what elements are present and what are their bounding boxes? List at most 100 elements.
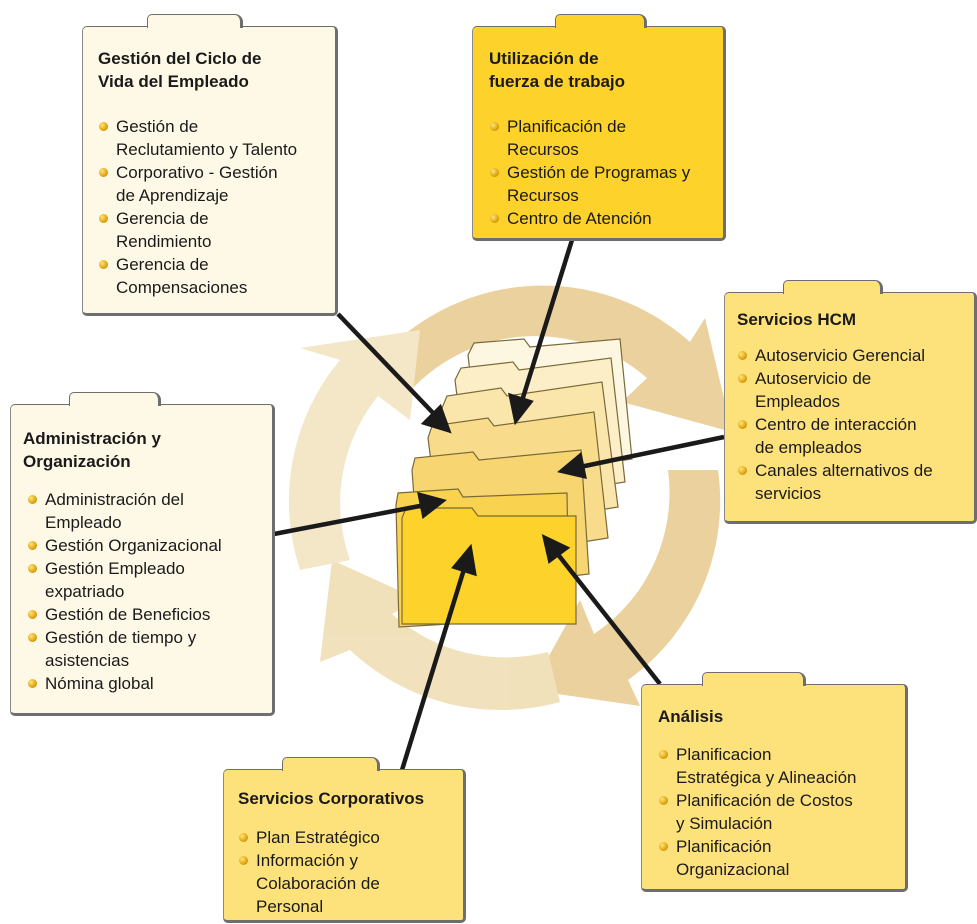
item-line: Autoservicio Gerencial (755, 346, 926, 365)
list-item: Gestión Organizacional (27, 534, 222, 557)
box-corporate-services: Servicios Corporativos Plan Estratégico … (223, 757, 466, 923)
bullet-icon (28, 610, 37, 619)
bullet-icon (490, 122, 499, 131)
item-line: Gestión de Programas y (507, 163, 691, 182)
title-line: Administración y (23, 429, 161, 448)
item-line: Corporativo - Gestión (116, 163, 278, 182)
bullet-icon (738, 351, 747, 360)
item-line: Rendimiento (116, 232, 212, 251)
bullet-icon (659, 750, 668, 759)
title-line: Gestión del Ciclo de (98, 49, 262, 68)
list-item: Autoservicio Gerencial (737, 344, 933, 367)
item-line: Estratégica y Alineación (676, 768, 857, 787)
box-title: Servicios Corporativos (238, 787, 424, 810)
list-item: Plan Estratégico (238, 826, 380, 849)
title-line: Utilización de (489, 49, 599, 68)
title-line: fuerza de trabajo (489, 72, 626, 91)
folder-tab (783, 280, 883, 294)
item-list: Autoservicio Gerencial Autoservicio de Em… (737, 344, 933, 505)
item-line: Planificacion (676, 745, 772, 764)
folder-tab (702, 672, 806, 686)
item-line: Nómina global (45, 674, 154, 693)
item-line: Recursos (507, 140, 579, 159)
arrow-analysis (554, 550, 662, 686)
folder-tab (147, 14, 243, 28)
item-line: Empleados (755, 392, 841, 411)
item-line: asistencias (45, 651, 130, 670)
bullet-icon (28, 679, 37, 688)
arrow-analysis-head (541, 533, 571, 564)
arrow-admin-head (417, 491, 447, 520)
cycle-arc-right (530, 470, 721, 706)
list-item: Centro de Atención (489, 207, 690, 230)
item-line: Gestión Empleado (45, 559, 185, 578)
arrow-corporate-head (451, 543, 477, 577)
item-line: Compensaciones (116, 278, 248, 297)
folder-front (401, 507, 577, 625)
cycle-arc-bottom (320, 560, 560, 711)
list-item: Gestión de Programas y Recursos (489, 161, 690, 207)
item-line: Centro de Atención (507, 209, 652, 228)
box-title: Análisis (658, 705, 723, 728)
connector-arrows (273, 239, 725, 771)
folder-stack (395, 338, 633, 628)
box-workforce-utilization: Utilización de fuerza de trabajo Planifi… (472, 14, 726, 241)
item-line: Canales alternativos de (755, 461, 933, 480)
item-line: Gestión de Beneficios (45, 605, 211, 624)
bullet-icon (738, 466, 747, 475)
bullet-icon (490, 168, 499, 177)
box-administration-organization: Administración y Organización Administra… (10, 392, 275, 716)
box-hcm-services: Servicios HCM Autoservicio Gerencial Aut… (724, 280, 977, 524)
arrow-hcm-head (557, 451, 587, 479)
arrow-workforce (518, 239, 575, 405)
cycle-ring (288, 285, 732, 711)
folder-tab (69, 392, 161, 406)
title-line: Servicios HCM (737, 310, 857, 329)
item-line: Recursos (507, 186, 579, 205)
box-title: Gestión del Ciclo de Vida del Empleado (98, 47, 261, 93)
bullet-icon (659, 796, 668, 805)
box-title: Utilización de fuerza de trabajo (489, 47, 625, 93)
item-line: de empleados (755, 438, 862, 457)
bullet-icon (99, 260, 108, 269)
item-line: Gestión Organizacional (45, 536, 222, 555)
arrow-corporate (399, 565, 468, 771)
item-line: Personal (256, 897, 324, 916)
bullet-icon (99, 214, 108, 223)
list-item: Nómina global (27, 672, 222, 695)
list-item: Gestión de Beneficios (27, 603, 222, 626)
item-line: Centro de interacción (755, 415, 917, 434)
item-line: Información y (256, 851, 359, 870)
box-title: Servicios HCM (737, 308, 856, 331)
item-line: y Simulación (676, 814, 773, 833)
item-line: Organizacional (676, 860, 790, 879)
arrow-lifecycle-head (420, 403, 452, 434)
item-line: de Aprendizaje (116, 186, 229, 205)
title-line: Organización (23, 452, 131, 471)
item-line: Gerencia de (116, 255, 209, 274)
box-title: Administración y Organización (23, 427, 161, 473)
bullet-icon (28, 495, 37, 504)
item-line: expatriado (45, 582, 125, 601)
list-item: Gerencia de Compensaciones (98, 253, 297, 299)
bullet-icon (738, 374, 747, 383)
cycle-arc-top (372, 285, 732, 432)
bullet-icon (99, 168, 108, 177)
item-line: Autoservicio de (755, 369, 872, 388)
item-line: servicios (755, 484, 822, 503)
list-item: Centro de interacción de empleados (737, 413, 933, 459)
folder-tab (555, 14, 647, 28)
title-line: Vida del Empleado (98, 72, 249, 91)
